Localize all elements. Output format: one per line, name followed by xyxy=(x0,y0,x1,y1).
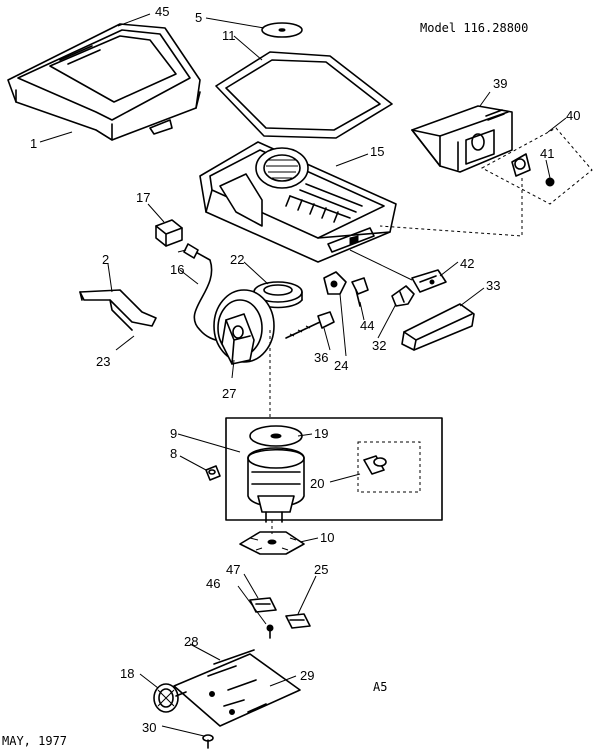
latch-piece xyxy=(349,249,447,293)
callout-16: 16 xyxy=(170,262,184,277)
clip xyxy=(391,285,415,307)
callout-2: 2 xyxy=(102,252,109,267)
leader-lines xyxy=(39,13,567,737)
callout-28: 28 xyxy=(184,634,198,649)
fan-parts xyxy=(323,271,369,307)
lid-cover xyxy=(7,23,201,141)
callout-24: 24 xyxy=(334,358,348,373)
callout-44: 44 xyxy=(360,318,374,333)
callout-labels: 45 5 11 1 15 39 40 41 17 2 16 22 42 33 4… xyxy=(30,4,580,735)
callout-25: 25 xyxy=(314,562,328,577)
callout-30: 30 xyxy=(142,720,156,735)
callout-11: 11 xyxy=(222,28,236,43)
callout-17: 17 xyxy=(136,190,150,205)
housing-base xyxy=(199,141,397,263)
callout-46: 46 xyxy=(206,576,220,591)
model-label: Model 116.28800 xyxy=(420,21,528,35)
callout-33: 33 xyxy=(486,278,500,293)
bumper xyxy=(401,303,475,351)
screw xyxy=(202,734,214,749)
bag-holder xyxy=(411,105,513,173)
callout-47: 47 xyxy=(226,562,240,577)
centerline xyxy=(269,330,273,534)
callout-8: 8 xyxy=(170,446,177,461)
callout-23: 23 xyxy=(96,354,110,369)
gasket-frame xyxy=(215,51,393,139)
callout-22: 22 xyxy=(230,252,244,267)
filter-disk xyxy=(261,22,303,38)
switch xyxy=(155,219,183,247)
bottom-plate xyxy=(173,653,301,727)
callout-1: 1 xyxy=(30,136,37,151)
wheel xyxy=(153,683,187,713)
grommet xyxy=(205,465,221,481)
callout-45: 45 xyxy=(155,4,169,19)
callout-40: 40 xyxy=(566,108,580,123)
callout-32: 32 xyxy=(372,338,386,353)
callout-18: 18 xyxy=(120,666,134,681)
callout-42: 42 xyxy=(460,256,474,271)
callout-19: 19 xyxy=(314,426,328,441)
latch-bracket xyxy=(79,289,157,331)
callout-36: 36 xyxy=(314,350,328,365)
rod xyxy=(213,649,255,665)
date-label: MAY, 1977 xyxy=(2,734,67,748)
small-brackets xyxy=(249,597,311,639)
callout-10: 10 xyxy=(320,530,334,545)
callout-39: 39 xyxy=(493,76,507,91)
callout-5: 5 xyxy=(195,10,202,25)
page-code: A5 xyxy=(373,680,387,694)
cord-reel xyxy=(213,289,275,365)
callout-15: 15 xyxy=(370,144,384,159)
callout-27: 27 xyxy=(222,386,236,401)
callout-41: 41 xyxy=(540,146,554,161)
callout-20: 20 xyxy=(310,476,324,491)
shaft-pin xyxy=(285,311,335,339)
motor-assembly-box xyxy=(225,417,443,523)
clip-plate-group xyxy=(379,127,593,237)
spacer-plate xyxy=(239,531,305,555)
callout-9: 9 xyxy=(170,426,177,441)
callout-29: 29 xyxy=(300,668,314,683)
